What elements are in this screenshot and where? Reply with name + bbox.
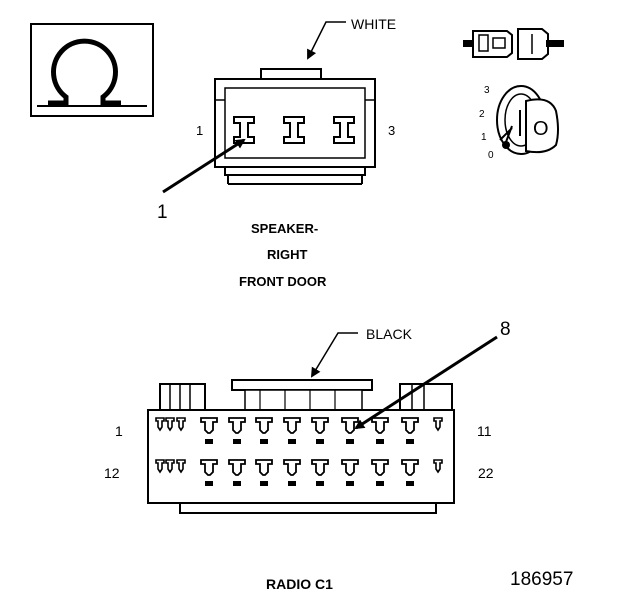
speaker-connector xyxy=(214,68,376,185)
callout-8-label: 8 xyxy=(500,319,511,340)
key-pos-2: 2 xyxy=(479,109,485,120)
connector-inline-icon xyxy=(463,28,564,60)
figure-number: 186957 xyxy=(510,569,574,590)
omega-symbol-icon xyxy=(30,23,154,117)
ignition-key-icon xyxy=(496,85,559,155)
black-leader xyxy=(310,332,358,378)
black-color-label: BLACK xyxy=(366,326,412,342)
radio-c1-title: RADIO C1 xyxy=(266,576,333,592)
pin-11-radio-label: 11 xyxy=(477,423,492,439)
pin-12-radio-label: 12 xyxy=(104,465,120,481)
pin-1-label: 1 xyxy=(196,123,204,138)
key-pos-1: 1 xyxy=(481,132,487,143)
callout-8-arrow xyxy=(354,335,498,430)
key-mark: O xyxy=(533,118,549,140)
speaker-title-line-3: FRONT DOOR xyxy=(239,274,327,289)
callout-1-label: 1 xyxy=(157,202,168,223)
speaker-title-line-1: SPEAKER- xyxy=(251,221,319,236)
speaker-title-line-2: RIGHT xyxy=(267,247,308,262)
key-pos-3: 3 xyxy=(484,85,490,96)
callout-1-arrow xyxy=(162,138,246,194)
key-pos-0: 0 xyxy=(488,150,494,161)
white-leader xyxy=(307,21,346,60)
pin-22-radio-label: 22 xyxy=(478,465,494,481)
pin-3-label: 3 xyxy=(388,123,396,138)
white-color-label: WHITE xyxy=(351,16,397,32)
radio-connector xyxy=(147,379,455,514)
pin-1-radio-label: 1 xyxy=(115,423,123,439)
